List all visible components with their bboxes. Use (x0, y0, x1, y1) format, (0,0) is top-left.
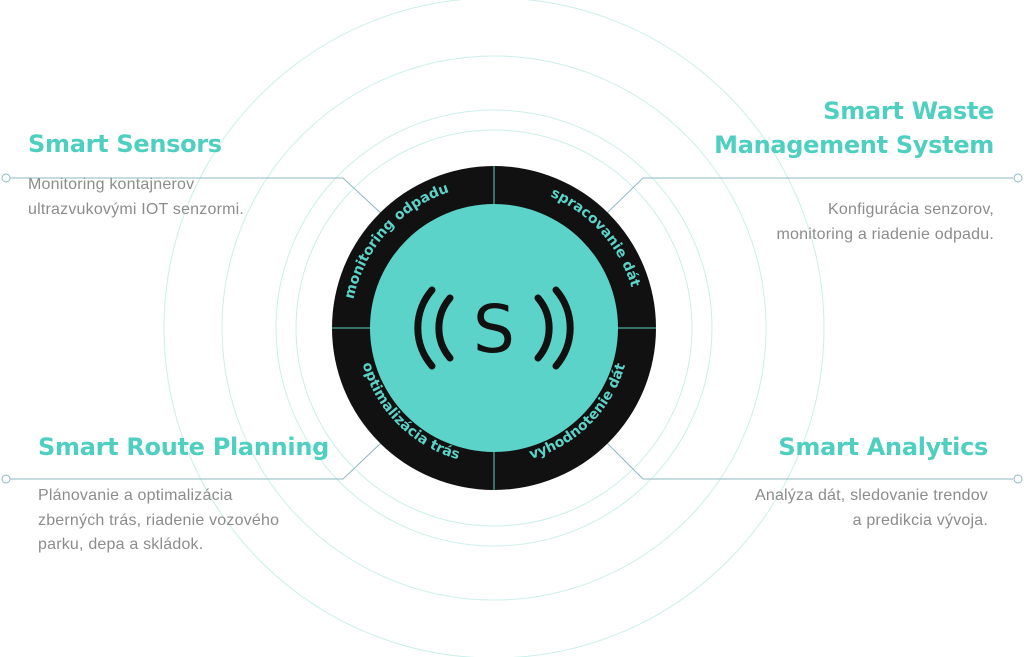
orbit-ring (163, 0, 825, 657)
connector-dot (1, 173, 11, 183)
connector-analytics (605, 441, 1013, 480)
connector-sensors (10, 177, 385, 217)
connector-dot (1013, 173, 1023, 183)
feature-title: Smart Waste Management System (714, 97, 994, 159)
connector-dot (1, 474, 11, 484)
connector-route (10, 441, 383, 480)
logo-letter: S (473, 291, 515, 368)
hub-dividers (332, 166, 656, 490)
orbit-ring (275, 109, 713, 547)
hub-core (370, 204, 618, 452)
feature-title: Smart Analytics (778, 433, 988, 461)
feature-description: Analýza dát, sledovanie trendov a predik… (754, 487, 988, 529)
feature-title: Smart Sensors (28, 130, 222, 158)
logo-signal-icon (414, 286, 574, 370)
orbit-ring (221, 55, 767, 601)
feature-description: Plánovanie a optimalizácia zberných trás… (38, 487, 280, 553)
feature-smart-analytics: Smart Analytics Analýza dát, sledovanie … (658, 430, 988, 533)
feature-description: Monitoring kontajnerov ultrazvukovými IO… (28, 176, 245, 218)
feature-smart-sensors: Smart Sensors Monitoring kontajnerov ult… (28, 127, 358, 222)
feature-smart-waste-management: Smart Waste Management System Konfigurác… (634, 94, 994, 247)
feature-title: Smart Route Planning (38, 433, 329, 461)
connector-dot (1013, 474, 1023, 484)
orbit-rings (163, 0, 825, 657)
orbit-ring (295, 129, 693, 527)
connectors (1, 173, 1023, 484)
connector-waste (603, 177, 1013, 217)
feature-smart-route-planning: Smart Route Planning Plánovanie a optima… (38, 430, 358, 558)
feature-description: Konfigurácia senzorov, monitoring a riad… (776, 201, 994, 243)
